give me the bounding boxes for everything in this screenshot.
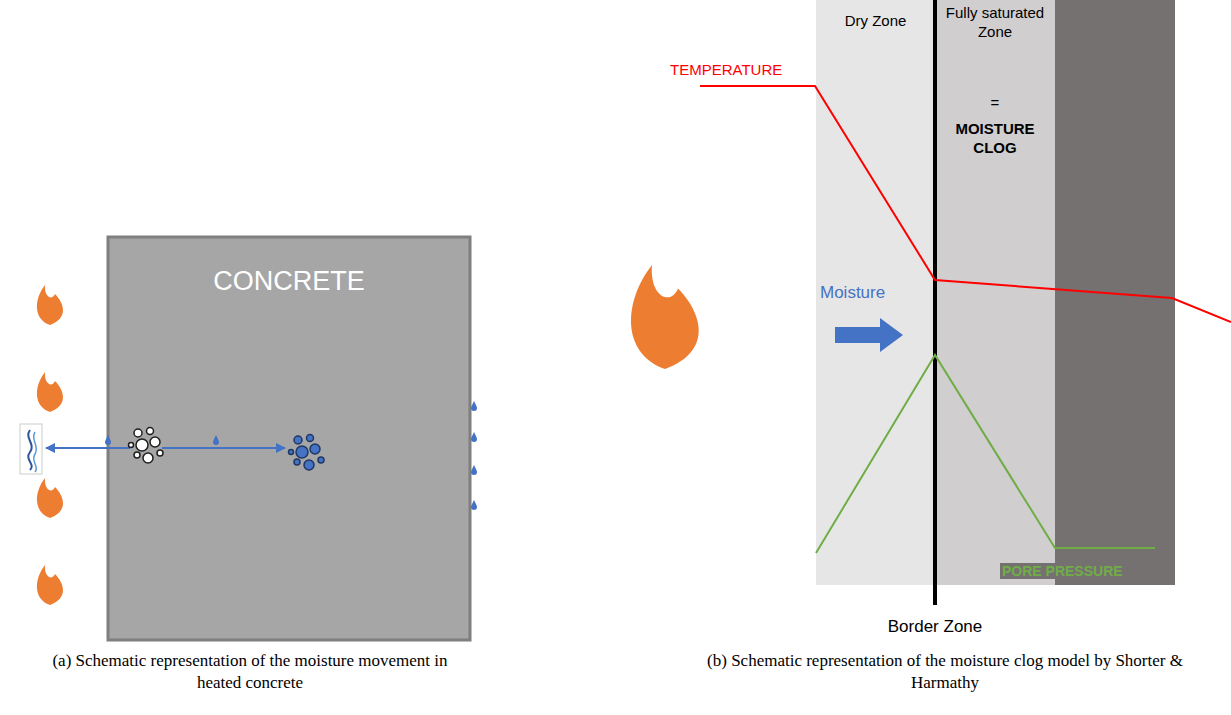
axis-label: Moisture: [818, 282, 933, 304]
figure-caption: (b) Schematic representation of the mois…: [705, 650, 1185, 694]
vapour-arrow: [46, 447, 130, 449]
label-ground: PORE PRESSURE: [1000, 563, 1125, 579]
zone-label: CONCRETE: [118, 265, 460, 299]
seeping-drops: [471, 401, 477, 510]
zone-label: MOISTURE CLOG: [941, 120, 1049, 158]
axis-label: Border Zone: [870, 616, 1000, 638]
zone-label: Dry Zone: [822, 12, 929, 31]
zone-band: Dry Zone: [816, 0, 935, 43]
pore-pressure-curve: [816, 355, 1155, 553]
zone-label: =: [941, 94, 1049, 113]
moisture-arrow: [162, 447, 285, 449]
saturated-zone-band: [935, 0, 1055, 585]
saturated-pores: [289, 435, 325, 471]
label-ground: Moisture: [818, 283, 887, 302]
dry-zone-band: [816, 0, 935, 585]
label-ground: TEMPERATURE: [668, 61, 784, 78]
border-line: [933, 0, 937, 605]
zone-band: Fully saturated Zone = MOISTURE CLOG: [935, 0, 1055, 162]
concrete-block: CONCRETE: [108, 237, 470, 327]
flame: [631, 265, 699, 369]
pore-bubbles: [129, 428, 164, 464]
temperature-curve: [700, 86, 1231, 322]
vapour-symbol: [20, 424, 42, 474]
axis-label: PORE PRESSURE: [1000, 562, 1170, 580]
figure-caption: (a) Schematic representation of the mois…: [40, 650, 460, 694]
inner-concrete-band: [1055, 0, 1175, 585]
label-ground: Border Zone: [886, 617, 985, 636]
moisture-block-arrow: [835, 318, 903, 352]
axis-label: TEMPERATURE: [668, 60, 818, 80]
zone-label: Fully saturated Zone: [941, 4, 1049, 42]
concrete-block: [108, 237, 470, 640]
